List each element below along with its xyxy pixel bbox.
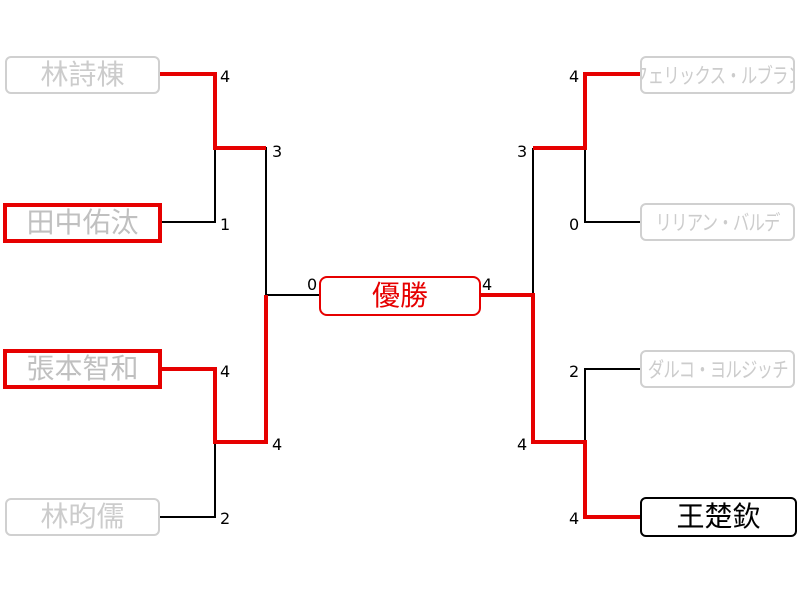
bracket-line-left-3-win bbox=[160, 295, 268, 444]
score-left-r1-3: 4 bbox=[220, 362, 231, 381]
score-final-left: 0 bbox=[307, 275, 318, 294]
score-left-r2-top: 3 bbox=[272, 142, 283, 161]
player-name: フェリックス・ルブラン bbox=[640, 64, 795, 88]
player-left-4: 林昀儒 bbox=[5, 498, 160, 536]
score-left-r1-4: 2 bbox=[220, 509, 231, 528]
player-left-1: 林詩棟 bbox=[5, 56, 160, 94]
bracket-line-right-3 bbox=[584, 368, 640, 442]
score-right-r2-top: 3 bbox=[517, 142, 528, 161]
bracket-line-left-2 bbox=[160, 148, 216, 223]
score-left-r1-2: 1 bbox=[220, 215, 231, 234]
player-name: 林昀儒 bbox=[40, 500, 125, 533]
player-name: 林詩棟 bbox=[40, 58, 125, 91]
player-right-2: リリアン・バルデ bbox=[640, 203, 795, 241]
score-right-r1-2: 0 bbox=[569, 215, 580, 234]
bracket-line-left-4 bbox=[160, 442, 216, 518]
player-right-4-champion: 王楚欽 bbox=[640, 497, 797, 537]
player-name: ダルコ・ヨルジッチ bbox=[647, 358, 788, 382]
player-right-1: フェリックス・ルブラン bbox=[640, 56, 795, 94]
player-left-3: 張本智和 bbox=[3, 349, 162, 389]
score-right-r2-bottom: 4 bbox=[517, 435, 528, 454]
bracket-line-right-2 bbox=[584, 148, 640, 223]
bracket-line-left-1-win bbox=[160, 72, 266, 150]
player-name: 張本智和 bbox=[26, 352, 139, 385]
player-right-3: ダルコ・ヨルジッチ bbox=[640, 350, 795, 388]
player-name: 王楚欽 bbox=[676, 500, 761, 533]
score-right-r1-4: 4 bbox=[569, 509, 580, 528]
bracket-line-right-1-win bbox=[533, 72, 640, 150]
player-left-2: 田中佑汰 bbox=[3, 203, 162, 243]
score-right-r1-3: 2 bbox=[569, 362, 580, 381]
score-left-r1-1: 4 bbox=[220, 67, 231, 86]
score-final-right: 4 bbox=[482, 275, 493, 294]
score-right-r1-1: 4 bbox=[569, 67, 580, 86]
score-left-r2-bottom: 4 bbox=[272, 435, 283, 454]
bracket-line-right-4-win bbox=[480, 293, 640, 519]
champion-label-box: 優勝 bbox=[319, 276, 481, 316]
player-name: 田中佑汰 bbox=[26, 206, 139, 239]
champion-label: 優勝 bbox=[371, 279, 428, 312]
player-name: リリアン・バルデ bbox=[655, 211, 780, 235]
